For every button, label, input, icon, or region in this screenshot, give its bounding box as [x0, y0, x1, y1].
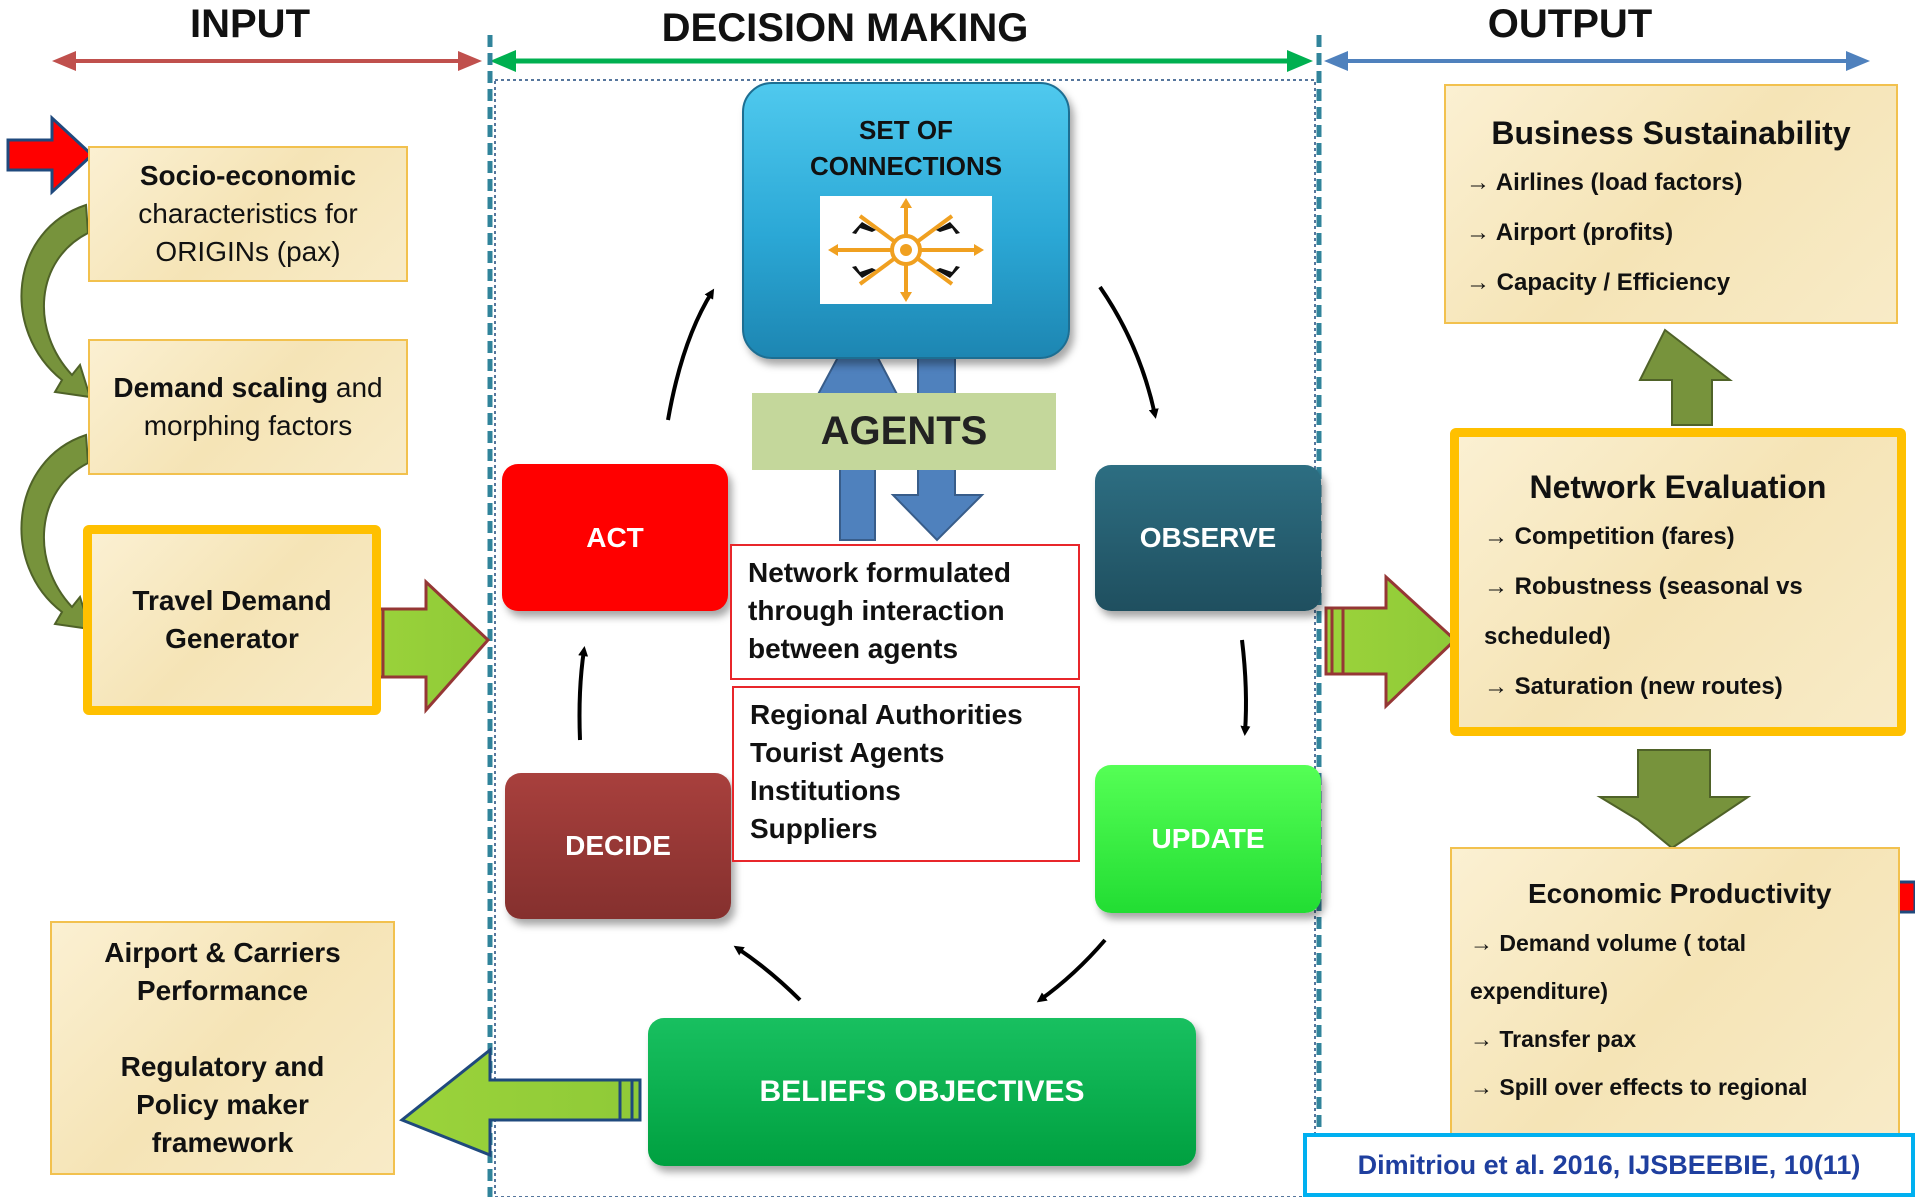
set-of-connections-line-2: CONNECTIONS — [809, 151, 1003, 181]
regulatory-line-2: Policy maker — [136, 1089, 309, 1120]
demand-scaling-box: Demand scaling and morphing factors — [88, 339, 408, 475]
observe-label: OBSERVE — [1139, 522, 1277, 553]
cycle-arrow-decide-to-act — [577, 646, 589, 741]
agents-list-item: Regional Authorities — [750, 699, 1023, 730]
curved-arrow-2 — [20, 433, 92, 631]
business-sustainability-box: Business Sustainability → Airlines (load… — [1444, 84, 1898, 324]
travel-demand-generator-box: Travel Demand Generator — [83, 525, 381, 715]
economic-item: → Demand volume ( total — [1470, 930, 1747, 956]
network-formulated-line-1: Network formulated — [748, 557, 1011, 588]
network-formulated-line-3: between agents — [748, 633, 959, 664]
network-evaluation-box: Network Evaluation → Competition (fares)… — [1450, 428, 1906, 736]
economic-item: → Spill over effects to regional — [1470, 1074, 1808, 1100]
decide-node: DECIDE — [505, 773, 731, 919]
network-item: → Competition (fares) — [1484, 523, 1735, 550]
agents-list-item: Suppliers — [750, 813, 878, 844]
citation-text: Dimitriou et al. 2016, IJSBEEBIE, 10(11) — [1357, 1149, 1861, 1180]
red-input-arrow-left — [6, 114, 95, 196]
observe-node: OBSERVE — [1095, 465, 1321, 611]
agents-list-item: Tourist Agents — [750, 737, 945, 768]
regulatory-line-1: Regulatory and — [120, 1051, 325, 1082]
agents-label: AGENTS — [820, 409, 988, 453]
output-span-arrow — [1324, 51, 1870, 71]
network-item: → Saturation (new routes) — [1484, 673, 1783, 700]
performance-framework-box: Airport & Carriers Performance Regulator… — [50, 921, 395, 1175]
demand-scaling-and: and — [335, 372, 383, 403]
curved-arrow-1 — [20, 203, 92, 399]
cycle-arrow-connections-to-observe — [1098, 285, 1159, 419]
demand-scaling-text: morphing factors — [143, 410, 353, 441]
network-evaluation-title: Network Evaluation — [1529, 469, 1827, 505]
travel-demand-generator-line-2: Generator — [165, 623, 299, 654]
network-item: → Robustness (seasonal vs — [1484, 573, 1803, 600]
network-to-economic-arrow — [1596, 749, 1752, 850]
socio-economic-text-2: ORIGINs (pax) — [155, 236, 341, 267]
output-header: OUTPUT — [1487, 2, 1653, 46]
decision-span-arrow — [490, 50, 1313, 72]
network-to-business-arrow — [1638, 328, 1733, 426]
input-span-arrow — [52, 51, 482, 71]
update-label: UPDATE — [1151, 823, 1265, 854]
cycle-arrow-update-to-beliefs — [1036, 938, 1107, 1003]
performance-line-2: Performance — [136, 975, 309, 1006]
travel-demand-generator-line-1: Travel Demand — [132, 585, 332, 616]
performance-line-1: Airport & Carriers — [104, 937, 341, 968]
agents-band: AGENTS — [752, 393, 1056, 470]
act-node: ACT — [502, 464, 728, 611]
set-of-connections-line-1: SET OF — [859, 115, 953, 145]
economic-productivity-box: Economic Productivity → Demand volume ( … — [1450, 847, 1900, 1137]
regulatory-line-3: framework — [151, 1127, 294, 1158]
update-node: UPDATE — [1095, 765, 1321, 913]
beliefs-objectives-label: BELIEFS OBJECTIVES — [759, 1075, 1085, 1108]
set-of-connections-node: SET OF CONNECTIONS — [742, 82, 1070, 359]
business-item: → Capacity / Efficiency — [1466, 269, 1731, 296]
economic-productivity-title: Economic Productivity — [1528, 878, 1832, 909]
cycle-arrow-observe-to-update — [1240, 639, 1251, 736]
demand-scaling-label: Demand scaling — [113, 372, 329, 403]
decision-to-network-arrow — [1324, 573, 1458, 710]
decide-label: DECIDE — [565, 830, 671, 861]
beliefs-objectives-node: BELIEFS OBJECTIVES — [648, 1018, 1196, 1166]
business-sustainability-title: Business Sustainability — [1491, 115, 1851, 151]
cycle-arrow-act-to-connections — [666, 288, 715, 421]
agents-list-item: Institutions — [750, 775, 901, 806]
socio-economic-box: Socio-economic characteristics for ORIGI… — [88, 146, 408, 282]
citation-box: Dimitriou et al. 2016, IJSBEEBIE, 10(11) — [1303, 1133, 1915, 1197]
economic-item: → Transfer pax — [1470, 1026, 1637, 1052]
input-header: INPUT — [190, 2, 310, 46]
economic-item: expenditure) — [1470, 978, 1609, 1004]
network-item: scheduled) — [1484, 623, 1611, 650]
socio-economic-text-1: characteristics for — [138, 198, 358, 229]
business-item: → Airlines (load factors) — [1466, 169, 1743, 196]
act-label: ACT — [586, 521, 644, 553]
beliefs-to-performance-arrow — [399, 1046, 642, 1158]
decision-making-header: DECISION MAKING — [661, 6, 1029, 50]
socio-economic-label: Socio-economic — [139, 160, 357, 191]
agents-list-box: Regional Authorities Tourist Agents Inst… — [732, 686, 1080, 862]
network-formulated-box: Network formulated through interaction b… — [730, 544, 1080, 680]
network-formulated-line-2: through interaction — [748, 595, 1005, 626]
airplanes-hub-icon — [820, 196, 992, 304]
business-item: → Airport (profits) — [1466, 219, 1674, 246]
cycle-arrow-beliefs-to-decide — [733, 945, 802, 1002]
